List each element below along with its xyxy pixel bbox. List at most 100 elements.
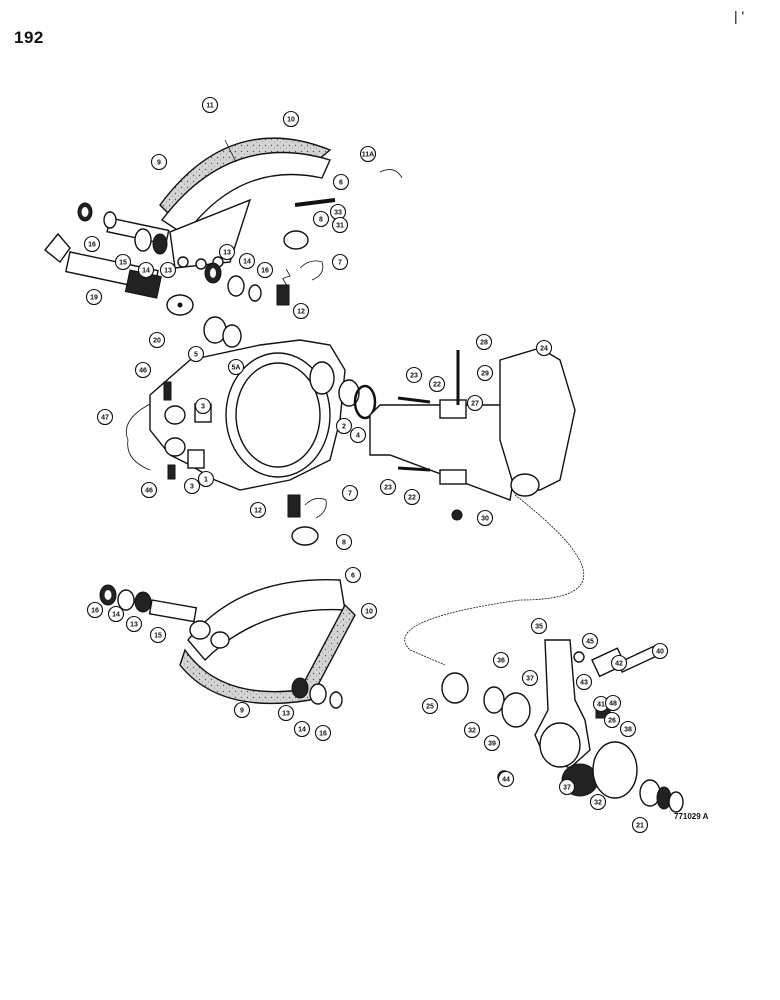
callout-20: 20	[148, 331, 166, 349]
callout-label: 21	[636, 823, 644, 830]
callout-label: 26	[608, 718, 616, 725]
callout-47: 47	[96, 408, 114, 426]
callout-label: 37	[526, 676, 534, 683]
callout-22: 22	[428, 375, 446, 393]
callout-label: 35	[535, 624, 543, 631]
callout-label: 11	[206, 103, 214, 110]
callout-4: 4	[349, 426, 367, 444]
callout-label: 2	[342, 424, 346, 431]
callout-label: 42	[615, 661, 623, 668]
callout-2: 2	[335, 417, 353, 435]
callout-label: 38	[624, 727, 632, 734]
callout-10: 10	[360, 602, 378, 620]
callout-label: 5	[194, 352, 198, 359]
callout-24: 24	[535, 339, 553, 357]
callout-label: 10	[365, 609, 373, 616]
callout-16: 16	[86, 601, 104, 619]
callout-label: 22	[408, 495, 416, 502]
callout-label: 36	[497, 658, 505, 665]
callout-label: 40	[656, 649, 664, 656]
callout-label: 15	[154, 633, 162, 640]
callout-label: 16	[319, 731, 327, 738]
callout-label: 20	[153, 338, 161, 345]
callout-label: 13	[164, 268, 172, 275]
callout-label: 37	[563, 785, 571, 792]
callout-label: 43	[580, 680, 588, 687]
callout-label: 12	[297, 309, 305, 316]
callout-label: 9	[157, 160, 161, 167]
callout-42: 42	[610, 654, 628, 672]
callout-43: 43	[575, 673, 593, 691]
callout-label: 19	[90, 295, 98, 302]
callout-label: 46	[145, 488, 153, 495]
callout-label: 16	[261, 268, 269, 275]
callout-23: 23	[379, 478, 397, 496]
callout-3: 3	[194, 397, 212, 415]
callout-13: 13	[125, 615, 143, 633]
callout-label: 32	[468, 728, 476, 735]
callout-14: 14	[107, 605, 125, 623]
corner-mark: | '	[734, 8, 745, 24]
callout-13: 13	[277, 704, 295, 722]
callout-12: 12	[249, 501, 267, 519]
callout-label: 7	[338, 260, 342, 267]
callout-label: 45	[586, 639, 594, 646]
callout-7: 7	[331, 253, 349, 271]
callout-14: 14	[137, 261, 155, 279]
callout-15: 15	[149, 626, 167, 644]
callout-label: 1	[204, 477, 208, 484]
callout-23: 23	[405, 366, 423, 384]
callout-29: 29	[476, 364, 494, 382]
callout-label: 23	[384, 485, 392, 492]
callout-8: 8	[335, 533, 353, 551]
callout-5: 5	[187, 345, 205, 363]
callout-label: 33	[334, 210, 342, 217]
callout-38: 38	[619, 720, 637, 738]
callout-label: 27	[471, 401, 479, 408]
callout-14: 14	[238, 252, 256, 270]
callout-9: 9	[150, 153, 168, 171]
callout-label: 13	[223, 250, 231, 257]
callout-label: 12	[254, 508, 262, 515]
callout-label: 48	[609, 701, 617, 708]
callout-44: 44	[497, 770, 515, 788]
callout-32: 32	[463, 721, 481, 739]
callout-label: 24	[540, 346, 548, 353]
callout-label: 46	[139, 368, 147, 375]
callout-label: 14	[142, 268, 150, 275]
callout-41: 41	[592, 695, 610, 713]
callout-label: 5A	[232, 365, 241, 372]
callout-14: 14	[293, 720, 311, 738]
callout-label: 10	[287, 117, 295, 124]
callout-46: 46	[134, 361, 152, 379]
callout-11: 11	[201, 96, 219, 114]
callout-label: 16	[91, 608, 99, 615]
callout-label: 41	[597, 702, 605, 709]
callout-16: 16	[83, 235, 101, 253]
callout-label: 30	[481, 516, 489, 523]
callout-label: 16	[88, 242, 96, 249]
callout-label: 7	[348, 491, 352, 498]
callout-label: 9	[240, 708, 244, 715]
callout-13: 13	[159, 261, 177, 279]
callout-8: 8	[312, 210, 330, 228]
callout-26: 26	[603, 711, 621, 729]
callout-40: 40	[651, 642, 669, 660]
callout-6: 6	[344, 566, 362, 584]
callout-39: 39	[483, 734, 501, 752]
page-number: 192	[14, 28, 44, 47]
callout-35: 35	[530, 617, 548, 635]
callout-label: 8	[319, 217, 323, 224]
callout-11A: 11A	[359, 145, 377, 163]
callout-label: 13	[130, 622, 138, 629]
callout-label: 14	[112, 612, 120, 619]
callout-label: 6	[339, 180, 343, 187]
callout-label: 44	[502, 777, 510, 784]
callout-28: 28	[475, 333, 493, 351]
callout-32: 32	[589, 793, 607, 811]
callout-21: 21	[631, 816, 649, 834]
callout-label: 28	[480, 340, 488, 347]
callout-25: 25	[421, 697, 439, 715]
